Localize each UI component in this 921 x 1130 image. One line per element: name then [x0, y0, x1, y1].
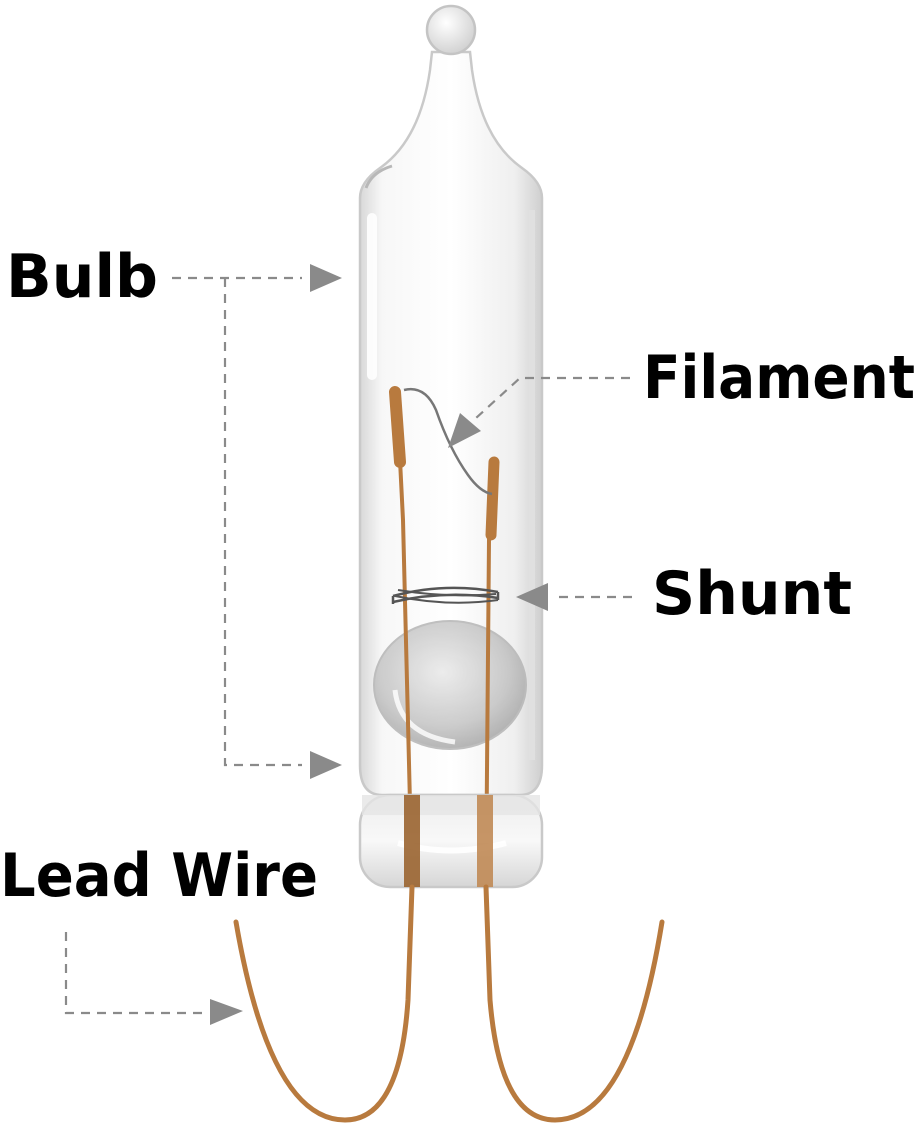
filament-label: Filament — [643, 343, 915, 413]
bulb-label: Bulb — [6, 242, 158, 312]
base-band-right — [477, 795, 493, 887]
shunt-label: Shunt — [652, 559, 852, 629]
support-wire-right-thick — [485, 456, 500, 541]
lead-wires — [233, 884, 665, 1123]
base-band-left — [404, 795, 420, 887]
glass-shoulder-highlight — [364, 164, 393, 189]
bulb-tip — [425, 4, 477, 56]
bulb-base — [358, 793, 544, 889]
lead-wire-right — [483, 884, 665, 1123]
lead-wire-left — [233, 884, 415, 1123]
support-wire-left-thick — [389, 386, 406, 468]
bulb-leader — [172, 264, 342, 779]
support-wires — [389, 386, 500, 886]
lead-wire-leader — [64, 932, 243, 1025]
leader-lines — [64, 264, 632, 1025]
glass-bead — [373, 620, 527, 750]
filament-leader — [448, 376, 630, 448]
lead-wire-label: Lead Wire — [0, 841, 318, 911]
shunt-leader — [516, 583, 632, 611]
shunt-coil — [391, 586, 500, 604]
